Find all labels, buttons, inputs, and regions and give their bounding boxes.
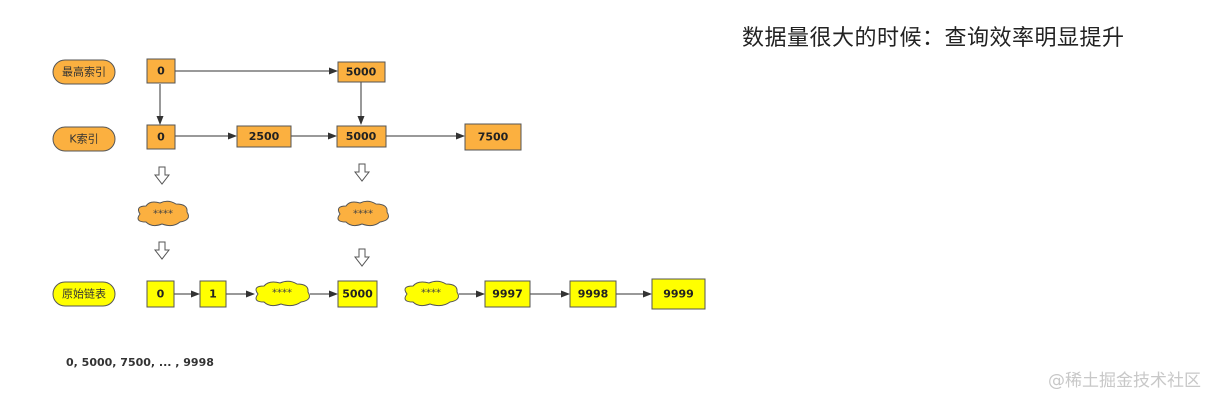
k-index-node: 7500: [464, 123, 522, 151]
node-value: 5000: [346, 130, 377, 143]
k-index-node: 0: [146, 124, 176, 150]
node-value: 0: [157, 65, 165, 78]
hollow-down-arrow-icon: [354, 248, 370, 267]
connectors: [156, 67, 652, 298]
node-value: 7500: [478, 131, 509, 144]
hollow-down-arrow-icon: [154, 241, 170, 260]
node-value: 5000: [342, 288, 373, 301]
cloud-shape-icon: [255, 280, 310, 307]
row-label-base-list-text: 原始链表: [62, 287, 106, 301]
node-value: 5000: [346, 66, 377, 79]
cloud-shape-icon: [337, 200, 389, 227]
node-value: 1: [209, 288, 217, 301]
k-index-node: 2500: [236, 125, 292, 148]
base-list-node: 1: [199, 280, 227, 308]
cloud-node-base-right: ****: [404, 280, 459, 307]
node-value: 2500: [249, 130, 280, 143]
base-list-node: 5000: [337, 280, 378, 308]
base-list-node: 9999: [651, 278, 706, 310]
base-list-node: 9997: [484, 280, 531, 308]
cloud-node-index-left: ****: [137, 200, 189, 227]
node-value: 9998: [578, 288, 609, 301]
top-index-node: 5000: [337, 61, 386, 83]
row-label-k-index: K索引: [52, 126, 116, 152]
node-value: 0: [157, 288, 165, 301]
page-title: 数据量很大的时候：查询效率明显提升: [742, 26, 1125, 51]
hollow-down-arrow-icon: [154, 166, 170, 185]
index-sequence-note: 0, 5000, 7500, ... , 9998: [66, 356, 214, 369]
top-index-node: 0: [146, 58, 176, 84]
cloud-ellipsis-text: ****: [153, 209, 173, 220]
row-label-k-index-text: K索引: [69, 132, 98, 146]
node-value: 9999: [663, 288, 694, 301]
cloud-shape-icon: [137, 200, 189, 227]
watermark: @稀土掘金技术社区: [1048, 371, 1201, 391]
node-value: 9997: [492, 288, 523, 301]
cloud-node-index-right: ****: [337, 200, 389, 227]
cloud-ellipsis-text: ****: [272, 288, 292, 299]
k-index-node: 5000: [336, 125, 387, 148]
row-label-base-list: 原始链表: [52, 281, 116, 307]
node-value: 0: [157, 131, 165, 144]
cloud-ellipsis-text: ****: [353, 209, 373, 220]
hollow-down-arrow-icon: [354, 163, 370, 182]
base-list-node: 0: [146, 280, 175, 308]
cloud-ellipsis-text: ****: [421, 288, 441, 299]
cloud-shape-icon: [404, 280, 459, 307]
row-label-top-index-text: 最高索引: [62, 65, 106, 79]
cloud-node-base-left: ****: [255, 280, 310, 307]
row-label-top-index: 最高索引: [52, 59, 116, 85]
base-list-node: 9998: [569, 280, 617, 308]
